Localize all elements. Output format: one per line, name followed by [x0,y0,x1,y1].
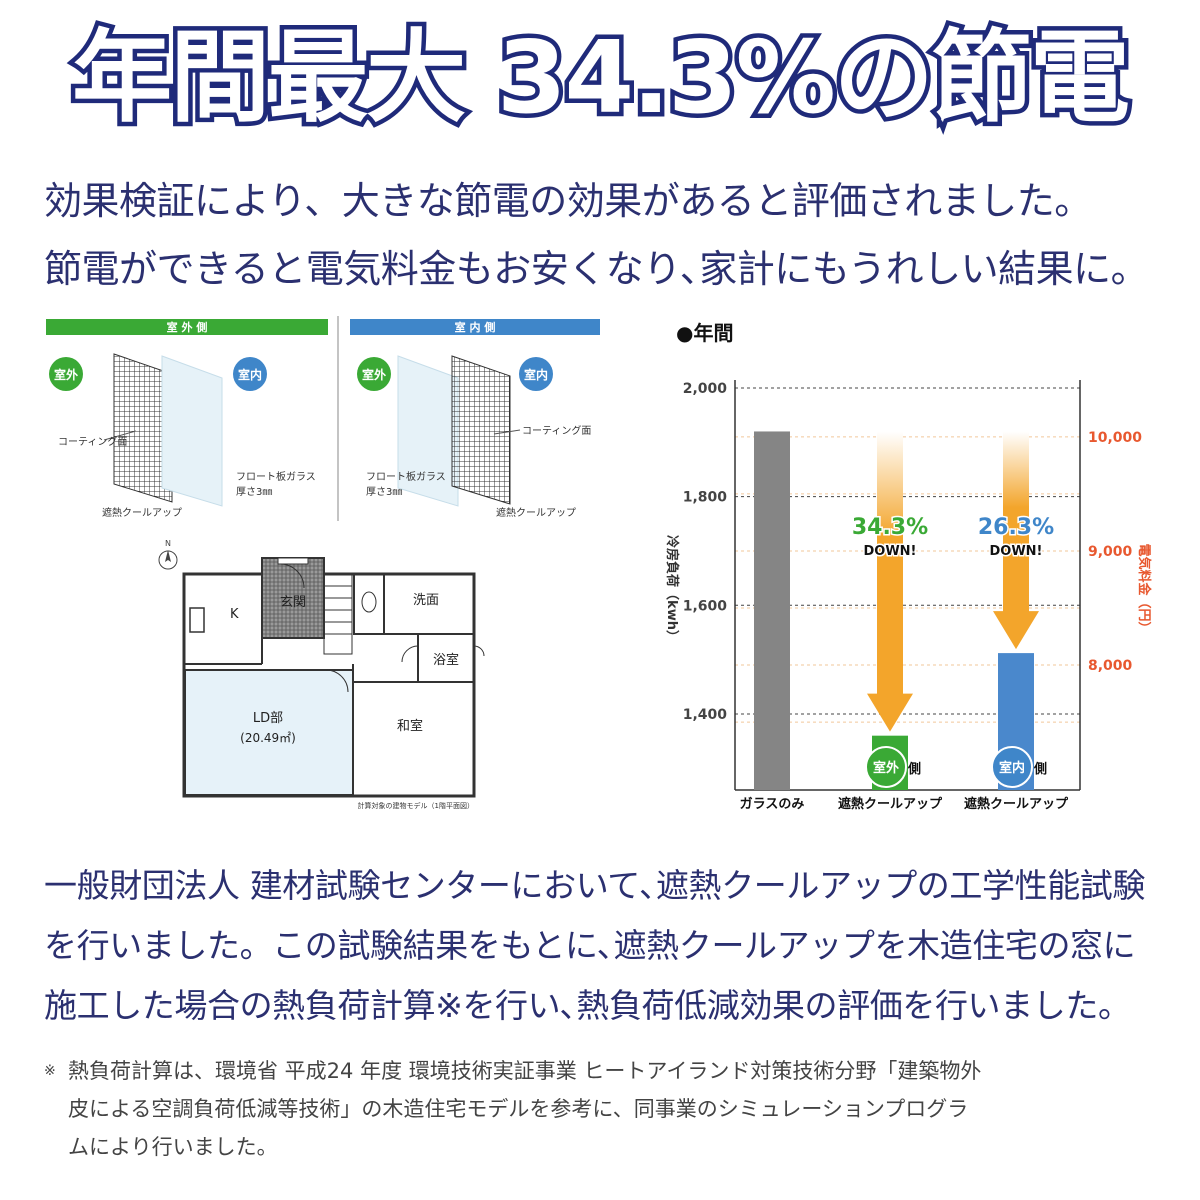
side-badge-label-1: 室外 [873,760,899,776]
down-arrow-2 [993,431,1039,650]
outdoor-badge-right-label: 室外 [362,367,386,382]
glass-pane-outdoor [161,355,223,507]
y2-tick-label: 8,000 [1088,658,1133,674]
body-line-3: 施工した場合の熱負荷計算※を行い､熱負荷低減効果の評価を行いました。 [44,986,1131,1025]
floor-plan: N K 玄関 洗面 浴室 LD部 (20.49㎡) 和室 計算対象の建物モデル（… [158,539,485,810]
side-badge-1 [865,746,907,788]
down-arrow-1 [867,431,913,732]
y-tick-label: 2,000 [683,381,728,397]
floorplan-caption: 計算対象の建物モデル（1階平面図） [358,801,474,810]
product-label-indoor: 遮熱クールアップ [496,506,576,519]
y2-tick-label: 10,000 [1088,430,1142,446]
indoor-badge-left-label: 室内 [238,367,262,382]
glass-label-indoor-2: 厚さ3㎜ [366,486,402,498]
chart-title: ●年間 [676,321,733,345]
side-badge-label-2: 室内 [999,760,1025,776]
y-tick-label: 1,600 [683,598,728,614]
reduction-percent-1: 34.3% [852,515,928,540]
y-axis-label: 冷房負荷（kwh） [664,535,680,643]
room-bath: 浴室 [433,652,459,668]
glass-pane-indoor [397,355,459,507]
side-badge-2 [991,746,1033,788]
bar-1 [754,431,790,790]
y-tick-label: 1,800 [683,490,728,506]
coating-label-outdoor: コーティング面 [58,435,127,448]
outdoor-panel-banner [46,319,328,335]
y2-tick-label: 9,000 [1088,544,1133,560]
footnote-line-2: 皮による空調負荷低減等技術」の木造住宅モデルを参考に、同事業のシミュレーションプ… [68,1097,969,1121]
glass-label-outdoor-2: 厚さ3㎜ [236,486,272,498]
compass-label: N [165,539,171,548]
x-tick-label: ガラスのみ [740,797,805,812]
outdoor-panel-title: 室 外 側 [167,320,208,334]
side-badge-suffix-1: 側 [907,761,921,777]
product-label-outdoor: 遮熱クールアップ [102,506,182,519]
body-line-1: 一般財団法人 建材試験センターにおいて､遮熱クールアップの工学性能試験 [44,866,1145,905]
outdoor-badge-right [357,357,391,391]
coating-label-indoor: コーティング面 [522,424,591,437]
footnote: ※ 熱負荷計算は、環境省 平成24 年度 環境技術実証事業 ヒートアイランド対策… [44,1052,1164,1166]
reduction-percent-2: 26.3% [978,515,1054,540]
indoor-panel-title: 室 内 側 [455,320,496,334]
lead-line-1: 効果検証により、大きな節電の効果があると評価されました。 [44,179,1092,223]
outdoor-badge-label: 室外 [54,367,78,382]
coating-mesh-outdoor [113,353,173,503]
side-badge-suffix-2: 側 [1033,761,1047,777]
coating-diagram: 室 外 側 室外 室内 コーティング面 フロート板ガラス 厚さ3㎜ 遮熱クールア… [46,316,600,521]
glass-label-outdoor-1: フロート板ガラス [236,470,316,483]
outdoor-badge [49,357,83,391]
cooling-load-chart: ●年間 2,000 1,800 1,600 1,400 10,000 9,000 8,000 冷… [664,321,1152,812]
body-paragraph: 一般財団法人 建材試験センターにおいて､遮熱クールアップの工学性能試験 を行いま… [44,856,1164,1036]
room-washroom: 洗面 [413,593,439,608]
reduction-text-2: DOWN! [990,544,1043,559]
y-tick-label: 1,400 [683,707,728,723]
indoor-badge-left [233,357,267,391]
coating-mesh-indoor [451,355,511,505]
x-tick-label: 遮熱クールアップ [964,796,1069,812]
room-entrance: 玄関 [280,595,306,610]
indoor-panel-banner [350,319,600,335]
x-tick-label: 遮熱クールアップ [838,796,943,812]
indoor-badge-right [519,357,553,391]
reduction-text-1: DOWN! [864,544,917,559]
footnote-mark: ※ [44,1063,56,1079]
room-living: LD部 [253,711,283,726]
lead-line-2: 節電ができると電気料金もお安くなり､家計にもうれしい結果に。 [44,247,1149,291]
indoor-badge-right-label: 室内 [524,367,548,382]
room-kitchen: K [230,607,239,622]
footnote-line-1: 熱負荷計算は、環境省 平成24 年度 環境技術実証事業 ヒートアイランド対策技術… [68,1059,982,1083]
headline: 年間最大 34.3%の節電 [68,15,1135,141]
room-living-area: (20.49㎡) [240,731,296,745]
room-japanese: 和室 [397,718,423,734]
y2-axis-label: 電気料金（円） [1136,543,1152,634]
footnote-line-3: ムにより行いました。 [68,1135,278,1159]
glass-label-indoor-1: フロート板ガラス [366,470,446,483]
body-line-2: を行いました。この試験結果をもとに､遮熱クールアップを木造住宅の窓に [44,926,1136,965]
